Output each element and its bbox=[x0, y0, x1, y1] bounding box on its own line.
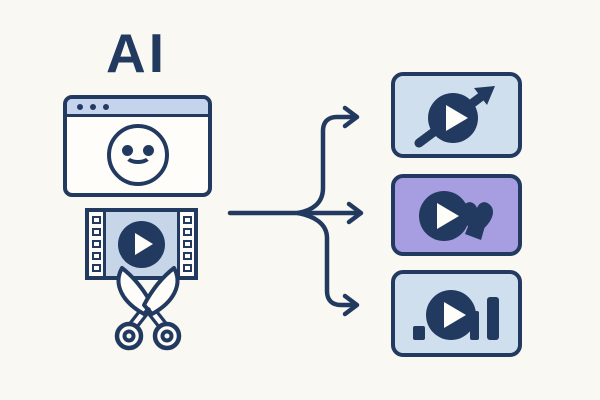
film-sprockets-left bbox=[89, 212, 103, 276]
three-branch-arrow-icon bbox=[227, 105, 364, 317]
clip-card-trending bbox=[391, 72, 522, 158]
play-triangle bbox=[135, 232, 153, 255]
titlebar-dot bbox=[77, 103, 83, 110]
film-strip-play-icon bbox=[85, 208, 198, 280]
smiley-mouth bbox=[123, 146, 152, 164]
titlebar-dot bbox=[90, 103, 96, 110]
play-heart-icon bbox=[418, 191, 493, 241]
play-button-icon bbox=[118, 220, 165, 268]
browser-titlebar bbox=[67, 99, 208, 117]
play-trending-up-icon bbox=[414, 86, 495, 148]
dot-play-ai-logo-icon bbox=[412, 289, 499, 340]
clip-card-likes bbox=[391, 174, 522, 256]
browser-window-smiley-icon bbox=[63, 95, 212, 197]
scissors-icon bbox=[114, 266, 182, 351]
smiley-face-icon bbox=[106, 124, 169, 186]
browser-body bbox=[67, 117, 208, 193]
clip-card-ai-brand bbox=[391, 270, 522, 357]
titlebar-dot bbox=[103, 103, 109, 110]
film-frame bbox=[103, 212, 180, 276]
film-sprockets-right bbox=[180, 212, 194, 276]
ai-label: AI bbox=[106, 22, 167, 84]
